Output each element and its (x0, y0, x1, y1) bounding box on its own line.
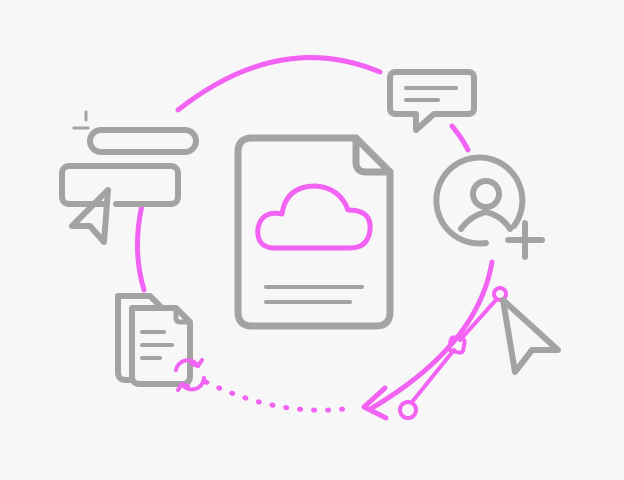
arrowhead-icon (361, 385, 389, 421)
bezier-anchor-middle (447, 335, 467, 355)
ring-arc-right-top (449, 123, 471, 153)
pointer-cursor-icon (500, 297, 561, 375)
bezier-pen-path-icon (398, 286, 508, 420)
cloud-document-icon (234, 134, 394, 330)
duplicate-document-icon (115, 293, 193, 387)
chat-bubble-icon (387, 69, 477, 133)
arrow-cursor-icon (69, 187, 111, 245)
ring-arc-left (135, 202, 147, 293)
cloud-icon (255, 183, 373, 251)
ring-arc-right (369, 259, 495, 411)
sync-icon (174, 358, 206, 392)
bezier-anchor-bottom (398, 400, 418, 420)
textbox-top (87, 127, 199, 155)
textbox-lower (59, 163, 181, 207)
textbox-cursor-icon (59, 110, 199, 245)
add-user-icon (433, 154, 545, 260)
dotted-return-path (203, 379, 355, 413)
workflow-ring (135, 55, 495, 411)
ring-arc-top (175, 55, 383, 113)
